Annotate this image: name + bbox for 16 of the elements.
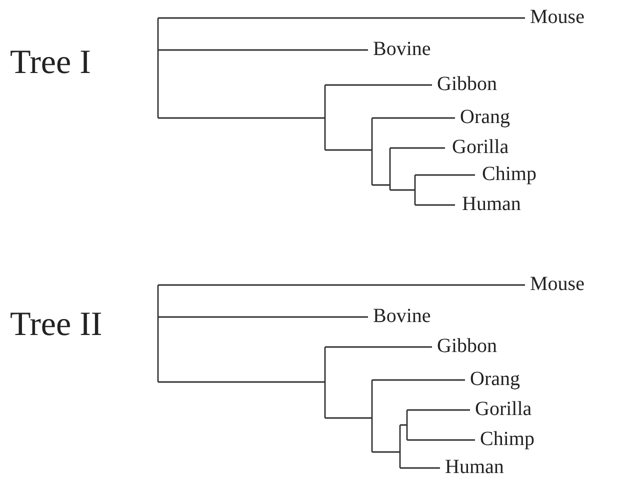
species-label: Bovine [373, 39, 431, 59]
species-label: Gibbon [437, 74, 497, 94]
species-label: Gibbon [437, 336, 497, 356]
species-label: Chimp [480, 429, 534, 449]
tree-title: Tree II [10, 308, 102, 342]
species-label: Bovine [373, 306, 431, 326]
species-label: Gorilla [475, 399, 532, 419]
species-label: Orang [460, 107, 510, 127]
species-label: Orang [470, 369, 520, 389]
species-label: Human [445, 457, 504, 477]
tree-title: Tree I [10, 46, 91, 80]
species-label: Chimp [482, 164, 536, 184]
species-label: Human [462, 194, 521, 214]
species-label: Mouse [530, 7, 584, 27]
species-label: Mouse [530, 274, 584, 294]
species-label: Gorilla [452, 137, 509, 157]
